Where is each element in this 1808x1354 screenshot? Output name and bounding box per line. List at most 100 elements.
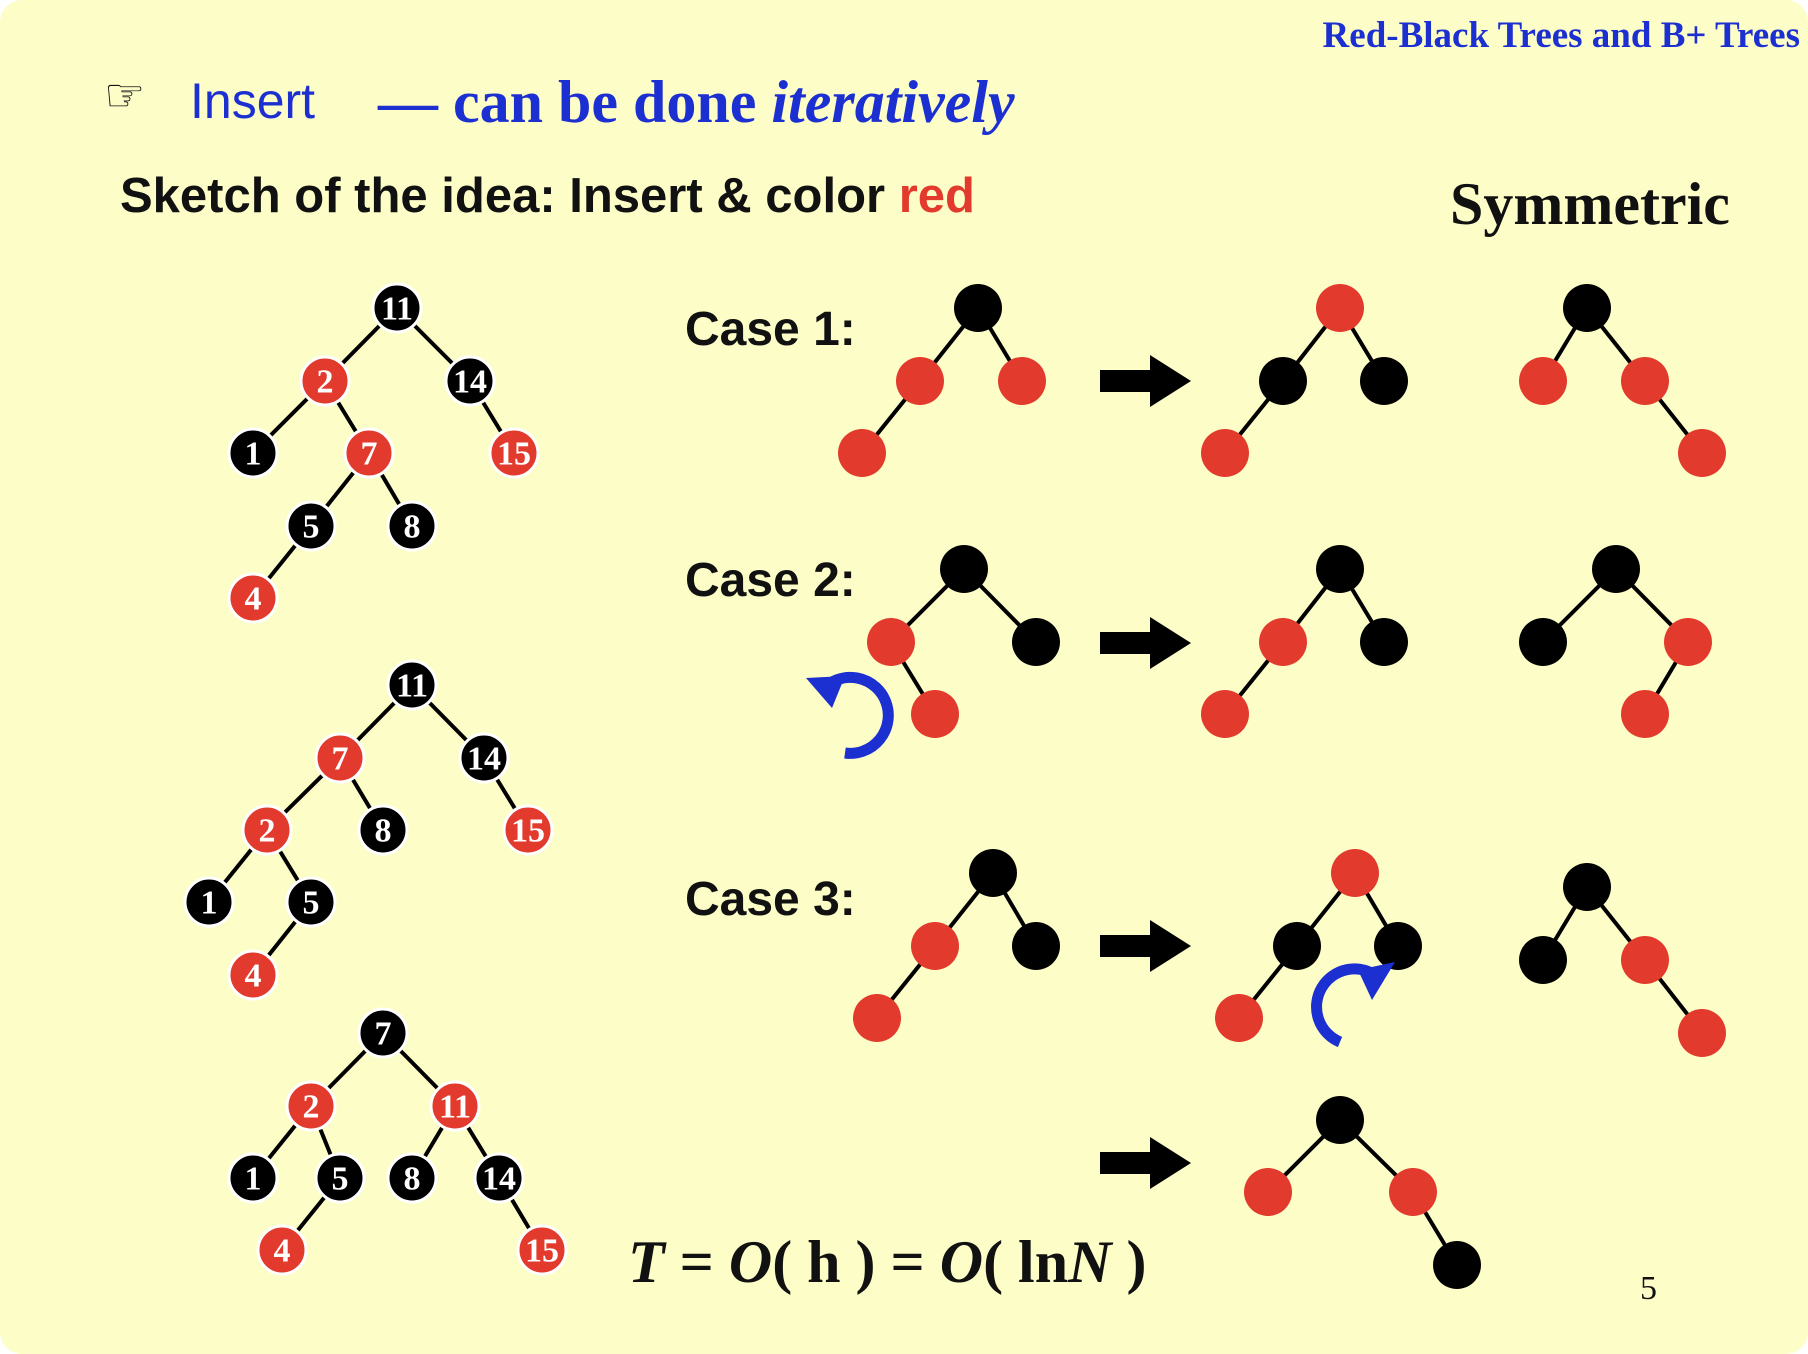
red-node: [1621, 936, 1669, 984]
node-label: 11: [381, 291, 413, 328]
red-node: [1621, 357, 1669, 405]
red-node: [1331, 849, 1379, 897]
case-1-label: Case 1:: [685, 303, 856, 356]
red-node: [516, 1224, 568, 1276]
red-node: [241, 804, 293, 856]
node-label: 2: [317, 364, 334, 401]
red-node: [838, 429, 886, 477]
right-arrow-icon: [1100, 355, 1191, 407]
right-arrow-icon: [1100, 920, 1191, 972]
node-label: 1: [245, 436, 262, 473]
node-label: 15: [511, 813, 545, 850]
black-node: [1563, 284, 1611, 332]
red-node: [502, 804, 554, 856]
black-node: [386, 1152, 438, 1204]
black-node: [1259, 357, 1307, 405]
node-label: 5: [332, 1161, 349, 1198]
formula-h: ( h ) =: [772, 1229, 940, 1295]
node-label: 4: [245, 958, 262, 995]
case-2-label: Case 2:: [685, 554, 856, 607]
black-node: [357, 804, 409, 856]
node-label: 14: [467, 741, 501, 778]
black-node: [386, 500, 438, 552]
black-node: [1012, 618, 1060, 666]
black-node: [227, 1152, 279, 1204]
black-node: [285, 500, 337, 552]
subtitle-prefix: — can be done: [378, 69, 772, 135]
subtitle: — can be done iteratively: [378, 68, 1015, 137]
red-node: [429, 1080, 481, 1132]
rotate-clockwise-icon: [1311, 962, 1395, 1048]
red-node: [867, 618, 915, 666]
formula-T: T: [628, 1229, 665, 1295]
black-node: [314, 1152, 366, 1204]
black-node: [1316, 1096, 1364, 1144]
black-node: [1316, 545, 1364, 593]
formula-N: N: [1068, 1229, 1112, 1295]
red-node: [853, 994, 901, 1042]
formula-eq: =: [664, 1229, 729, 1295]
red-node: [896, 357, 944, 405]
black-node: [473, 1152, 525, 1204]
red-node: [256, 1224, 308, 1276]
red-node: [1621, 690, 1669, 738]
black-node: [1592, 545, 1640, 593]
formula-O1: O: [728, 1229, 773, 1295]
black-node: [357, 1007, 409, 1059]
slide-header-title: Red-Black Trees and B+ Trees: [1322, 15, 1800, 56]
insert-label: Insert: [190, 73, 316, 129]
red-node: [1664, 618, 1712, 666]
black-node: [954, 284, 1002, 332]
node-label: 4: [274, 1233, 291, 1270]
red-node: [911, 922, 959, 970]
black-node: [444, 355, 496, 407]
red-node: [314, 732, 366, 784]
node-label: 7: [361, 436, 378, 473]
sketch-heading: Sketch of the idea: Insert & color red: [120, 168, 975, 224]
red-node: [285, 1080, 337, 1132]
black-node: [940, 545, 988, 593]
black-node: [1374, 922, 1422, 970]
node-label: 11: [396, 668, 428, 705]
formula-O2: O: [939, 1229, 984, 1295]
node-label: 1: [201, 885, 218, 922]
right-arrow-icon: [1100, 1137, 1191, 1189]
red-node: [1389, 1168, 1437, 1216]
red-node: [1201, 429, 1249, 477]
red-node: [1215, 994, 1263, 1042]
red-node: [1316, 284, 1364, 332]
node-label: 4: [245, 581, 262, 618]
red-node: [227, 572, 279, 624]
red-node: [1244, 1168, 1292, 1216]
subtitle-italic: iteratively: [771, 69, 1015, 135]
black-node: [1519, 618, 1567, 666]
node-label: 8: [404, 1161, 421, 1198]
red-node: [1201, 690, 1249, 738]
rotate-counterclockwise-icon: [806, 671, 894, 759]
complexity-formula: T = O( h ) = O( lnN ): [628, 1228, 1146, 1297]
black-node: [386, 659, 438, 711]
red-node: [1259, 618, 1307, 666]
node-label: 8: [375, 813, 392, 850]
node-label: 7: [332, 741, 349, 778]
formula-close: ): [1111, 1229, 1147, 1295]
sketch-prefix: Sketch of the idea: Insert & color: [120, 169, 899, 223]
right-arrow-icon: [1100, 617, 1191, 669]
black-node: [1360, 618, 1408, 666]
node-label: 14: [482, 1161, 516, 1198]
black-node: [458, 732, 510, 784]
red-node: [1678, 1009, 1726, 1057]
black-node: [285, 876, 337, 928]
black-node: [227, 427, 279, 479]
symmetric-heading: Symmetric: [1450, 171, 1730, 237]
node-label: 8: [404, 509, 421, 546]
black-node: [1563, 863, 1611, 911]
black-node: [1519, 936, 1567, 984]
red-node: [299, 355, 351, 407]
black-node: [1360, 357, 1408, 405]
node-label: 14: [453, 364, 487, 401]
formula-ln: ( ln: [983, 1229, 1069, 1295]
node-label: 15: [497, 436, 531, 473]
